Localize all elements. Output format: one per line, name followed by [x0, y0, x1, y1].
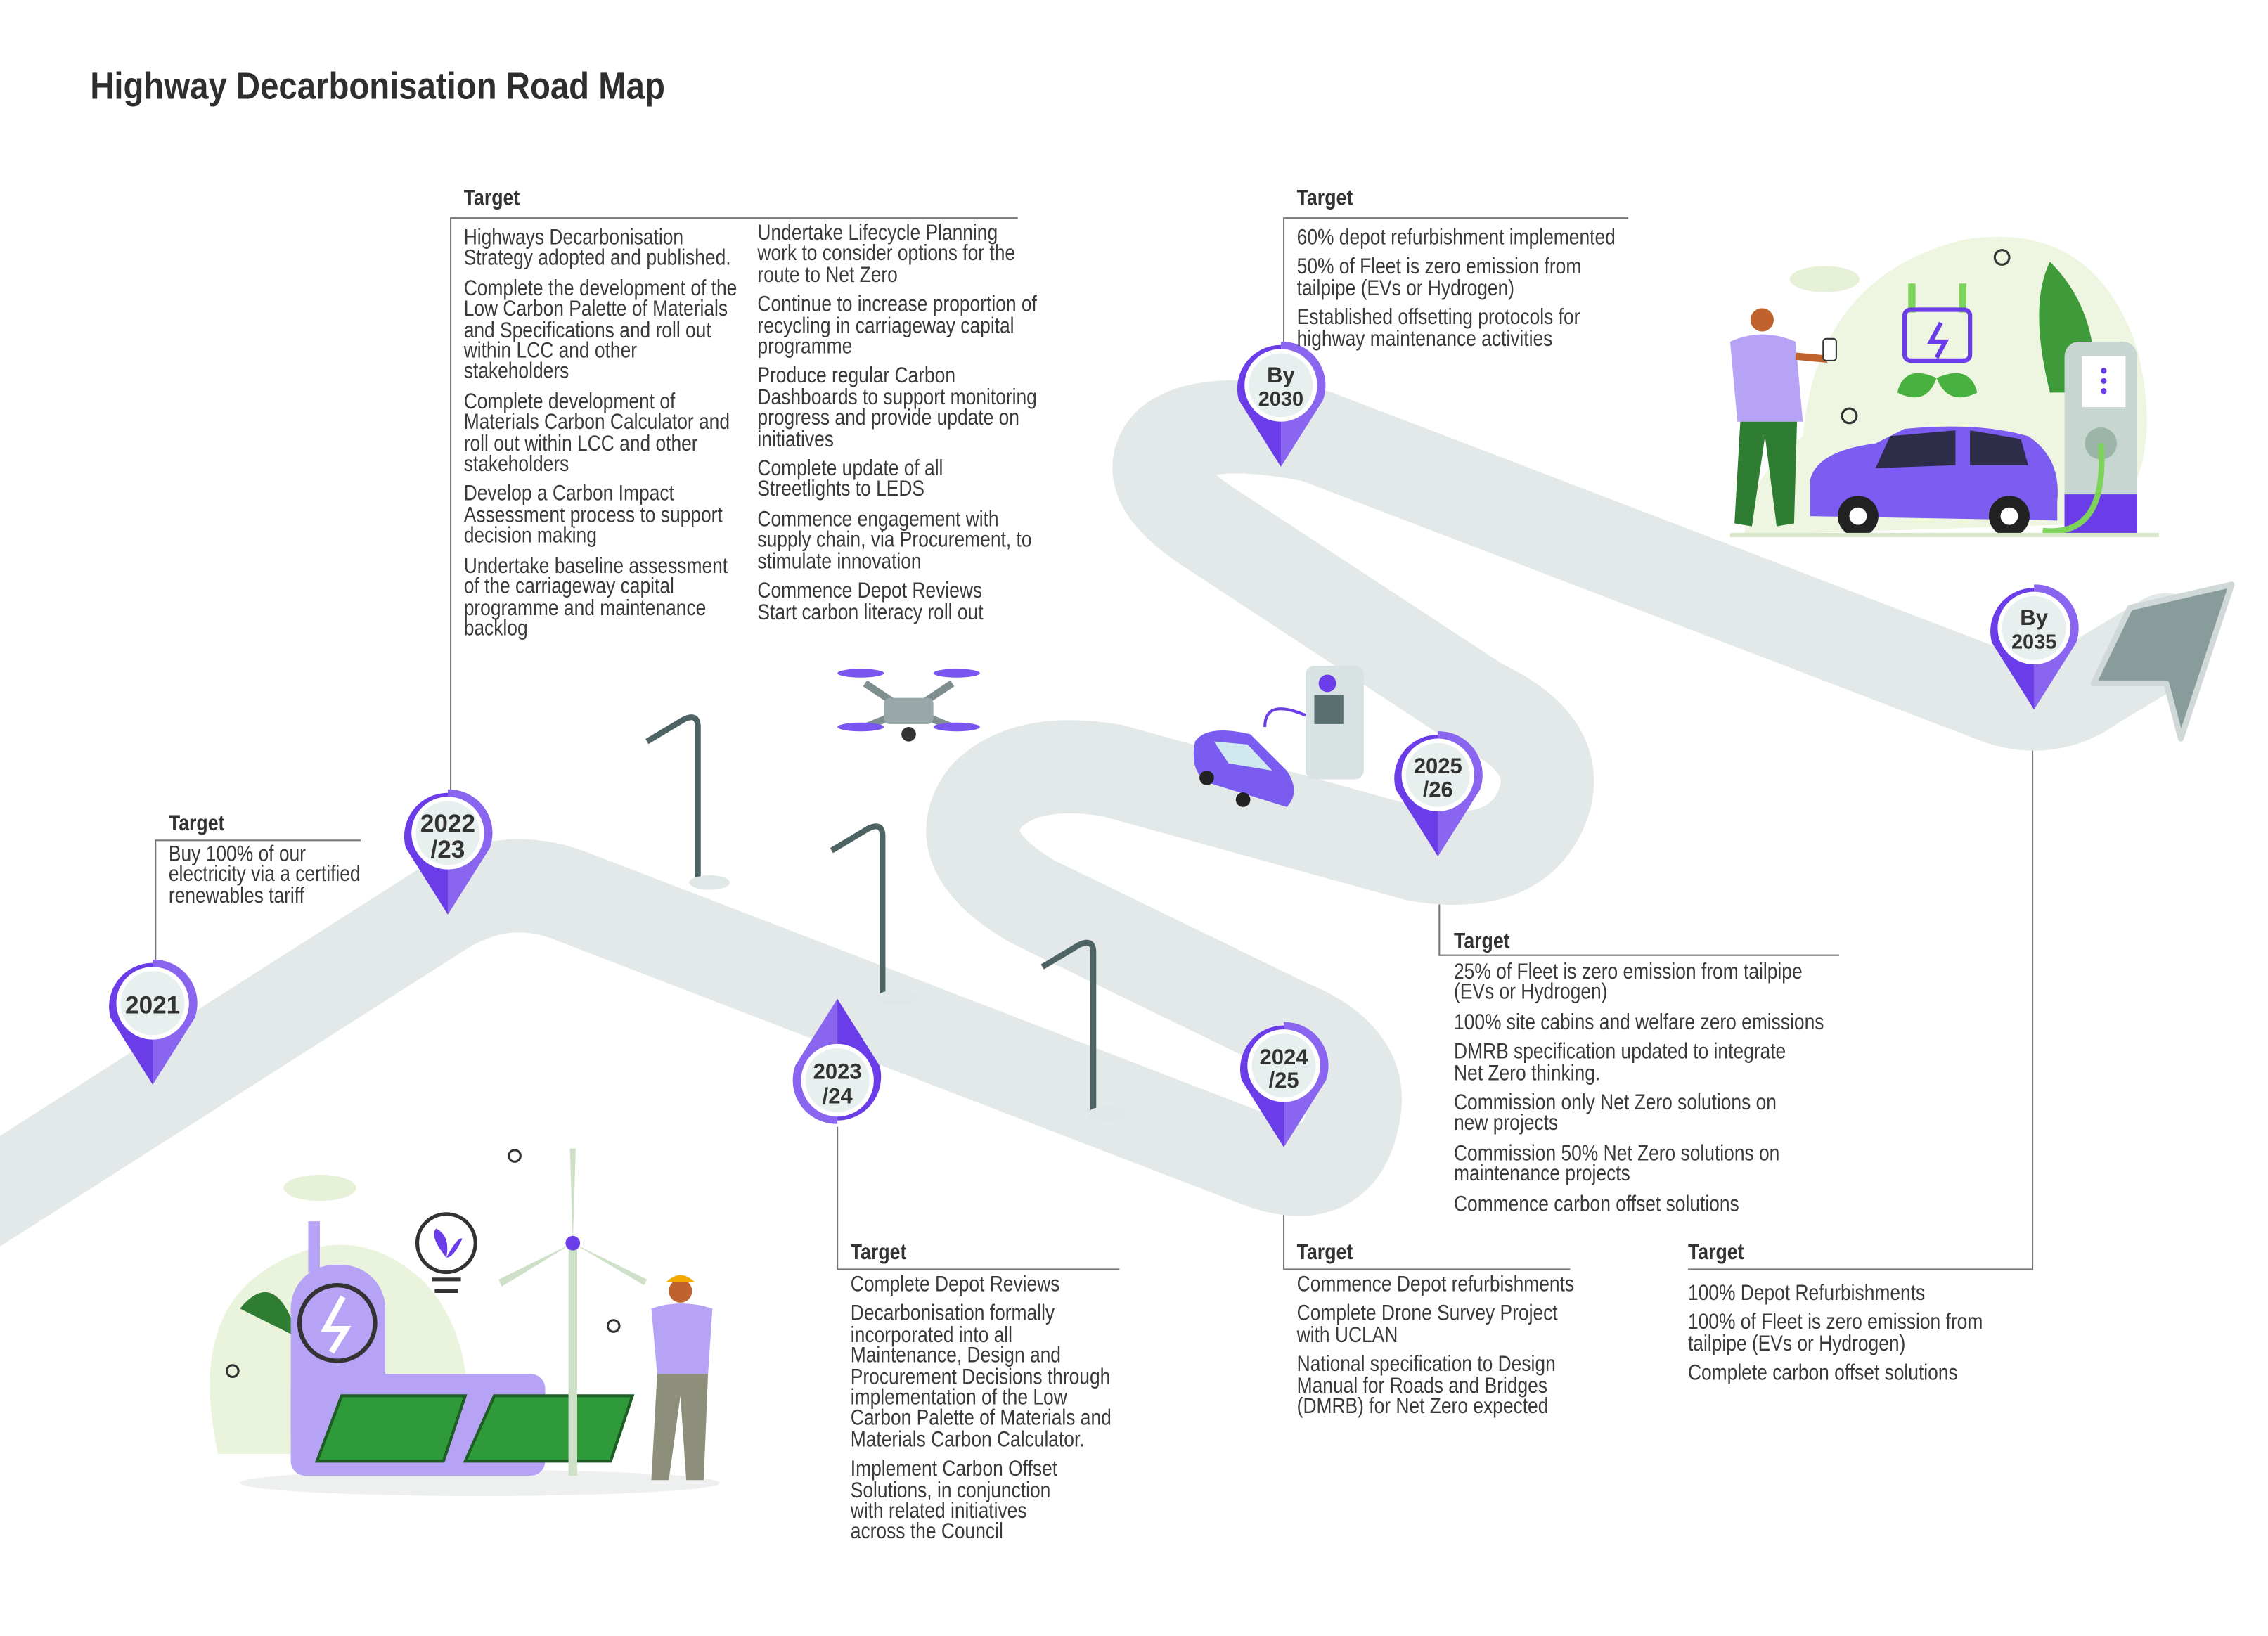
solar-panels [314, 1394, 635, 1463]
pin-2024-25[interactable]: 2024 /25 [1240, 1022, 1329, 1147]
worker-figure [651, 1275, 713, 1481]
lightning-icon [321, 1295, 352, 1354]
pin-label: 2025 [1414, 754, 1462, 778]
target-item: 60% depot refurbishment implemented [1296, 225, 1616, 250]
target-heading: Target [463, 186, 520, 211]
target-item: Complete Drone Survey Project with UCLAN [1296, 1301, 1558, 1348]
connector-2023 [837, 1126, 1120, 1270]
plug-leaf-icon [1897, 283, 1978, 398]
target-item: 100% site cabins and welfare zero emissi… [1454, 1010, 1824, 1036]
lamp-post [830, 823, 886, 996]
target-heading: Target [168, 811, 225, 837]
target-item: Commission 50% Net Zero solutions on mai… [1454, 1141, 1780, 1187]
pin-2030[interactable]: By 2030 [1237, 341, 1326, 467]
car-and-charger-illustration [1193, 666, 1364, 807]
road-arrowhead [2090, 581, 2235, 742]
target-item: Established offsetting protocols for hig… [1296, 305, 1580, 352]
pin-label: /25 [1268, 1068, 1299, 1093]
target-item: Commence Depot refurbishments [1296, 1272, 1575, 1297]
pin-label: /26 [1423, 777, 1453, 801]
pin-label: By [1267, 363, 1295, 387]
target-item: Highways Decarbonisation Strategy adopte… [463, 225, 731, 271]
target-block-2024-25: Target Commence Depot refurbishments Com… [1296, 1240, 1574, 1418]
target-item: Complete development of Materials Carbon… [463, 389, 730, 477]
street-lamps [645, 714, 1097, 1113]
pin-2023-24[interactable]: 2023 /24 [792, 998, 882, 1124]
target-item: 100% Depot Refurbishments [1687, 1280, 1926, 1306]
pin-label: By [2020, 605, 2048, 630]
target-heading: Target [1687, 1240, 1744, 1265]
target-block-2021: Target Buy 100% of our electricity via a… [169, 811, 387, 916]
target-item: Commission only Net Zero solutions on ne… [1454, 1090, 1777, 1137]
target-block-2023-24: Target Complete Depot Reviews Decarbonis… [850, 1240, 1112, 1543]
lamp-post [1040, 939, 1097, 1113]
pin-label: 2021 [125, 991, 180, 1019]
target-item: Undertake Lifecycle Planning work to con… [757, 221, 1016, 288]
target-item: Continue to increase proportion of recyc… [757, 292, 1037, 359]
pin-2035[interactable]: By 2035 [1990, 584, 2079, 710]
pin-label: 2035 [2011, 631, 2056, 653]
pin-label: 2022 [420, 810, 475, 837]
pin-2021[interactable]: 2021 [109, 959, 198, 1085]
connector-2030 [1283, 217, 1629, 349]
target-item: Undertake baseline assessment of the car… [463, 553, 728, 641]
target-item: Complete Depot Reviews [850, 1272, 1060, 1297]
connector-2022 [450, 217, 1018, 794]
pin-2025-26[interactable]: 2025 /26 [1394, 731, 1483, 857]
target-block-2025-26: Target 25% of Fleet is zero emission fro… [1454, 929, 1824, 1215]
target-item: National specification to Design Manual … [1296, 1352, 1556, 1419]
target-heading: Target [1454, 929, 1510, 954]
target-item: Buy 100% of our electricity via a certif… [168, 842, 361, 909]
connector-2035 [1687, 700, 2034, 1270]
target-block-2022-23: Target Highways Decarbonisation Strategy… [463, 186, 1037, 640]
connector-2021 [155, 839, 361, 963]
renewable-energy-illustration [210, 1148, 720, 1496]
pin-label: 2023 [813, 1059, 862, 1083]
target-item: Develop a Carbon Impact Assessment proce… [463, 482, 723, 549]
target-item: Complete update of all Streetlights to L… [757, 456, 943, 503]
target-heading: Target [1296, 1240, 1353, 1265]
target-item: DMRB specification updated to integrate … [1454, 1040, 1786, 1086]
page-title: Highway Decarbonisation Road Map [90, 63, 665, 108]
target-item: Decarbonisation formally incorporated in… [850, 1301, 1112, 1453]
target-heading: Target [850, 1240, 907, 1265]
target-block-2030: Target 60% depot refurbishment implement… [1296, 186, 1616, 350]
lightbulb-icon [415, 1212, 477, 1293]
target-item: 25% of Fleet is zero emission from tailp… [1454, 959, 1803, 1005]
target-item: Produce regular Carbon Dashboards to sup… [757, 363, 1037, 452]
pin-label: /24 [823, 1084, 853, 1109]
pin-2022-23[interactable]: 2022 /23 [404, 789, 493, 915]
target-item: Commence carbon offset solutions [1454, 1192, 1739, 1217]
target-block-2035: Target 100% Depot Refurbishments 100% of… [1687, 1240, 1983, 1385]
road [0, 427, 2235, 1209]
pin-label: /23 [431, 836, 465, 863]
drone-icon [837, 669, 980, 742]
pin-label: 2030 [1258, 388, 1303, 411]
target-item: Implement Carbon Offset Solutions, in co… [850, 1457, 1058, 1545]
target-heading: Target [1296, 186, 1353, 211]
pin-label: 2024 [1260, 1045, 1309, 1069]
target-item: Complete the development of the Low Carb… [463, 276, 737, 385]
target-item: 100% of Fleet is zero emission from tail… [1687, 1310, 1983, 1357]
target-item: Complete carbon offset solutions [1687, 1361, 1958, 1386]
ev-charging-illustration [1729, 236, 2159, 538]
target-item: Commence Depot Reviews Start carbon lite… [757, 579, 984, 625]
lamp-post [645, 714, 701, 880]
target-item: 50% of Fleet is zero emission from tailp… [1296, 255, 1582, 301]
target-item: Commence engagement with supply chain, v… [757, 507, 1032, 574]
